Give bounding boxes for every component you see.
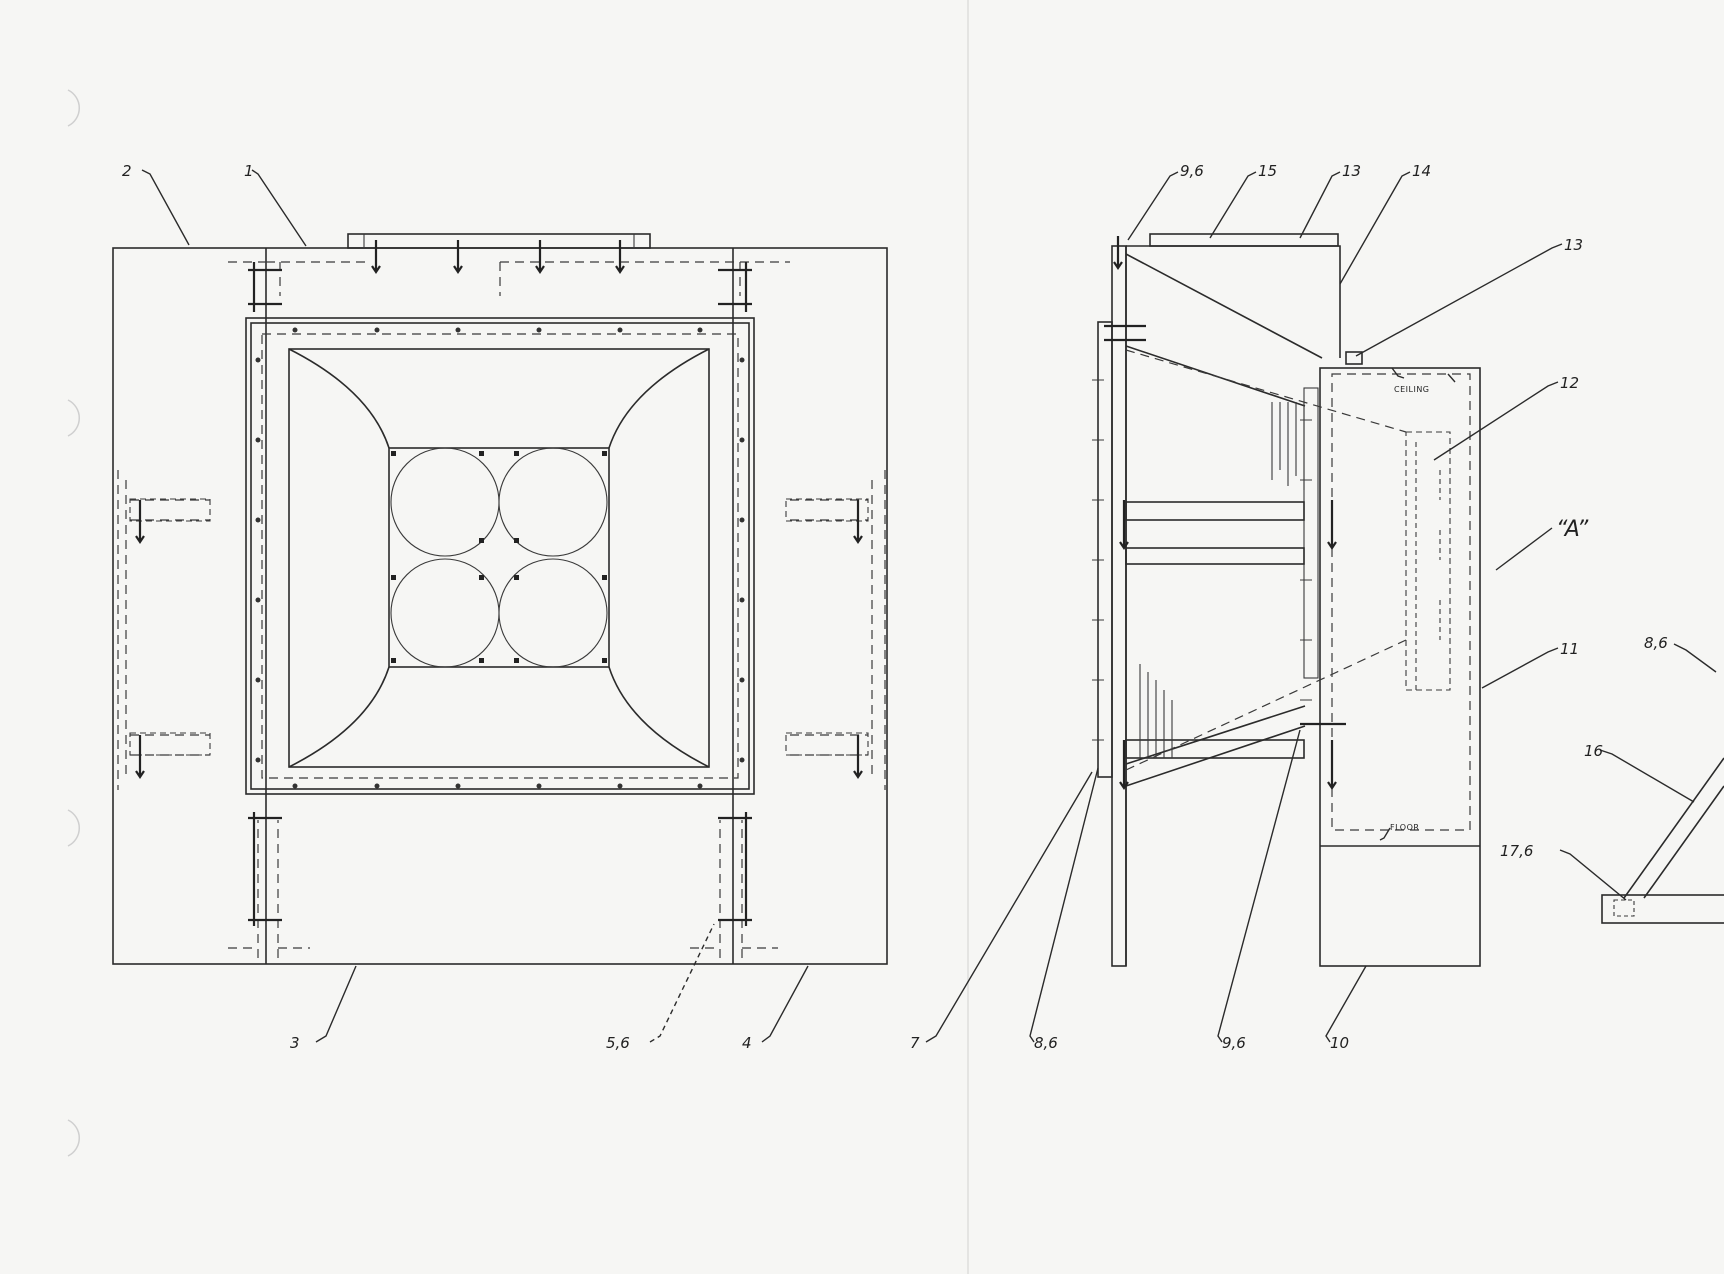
horn-bottom-wall	[1125, 705, 1306, 787]
baffle-hatching	[1139, 402, 1305, 758]
lid-cleat	[1345, 351, 1363, 365]
callout-13-right: 13	[1564, 236, 1583, 254]
callout-10: 10	[1330, 1034, 1349, 1052]
stand-bracket	[1613, 899, 1635, 917]
side-view	[925, 171, 1563, 1043]
stand-leg	[1623, 757, 1724, 899]
callout-12: 12	[1560, 374, 1579, 392]
driver-br	[498, 558, 608, 668]
binder-hole-1	[67, 89, 80, 127]
driver-panel	[388, 447, 610, 668]
callout-8-6-bottom: 8,6	[1034, 1034, 1058, 1052]
callout-14: 14	[1412, 162, 1431, 180]
top-board	[347, 233, 651, 249]
callout-2: 2	[122, 162, 132, 180]
callout-13-top: 13	[1342, 162, 1361, 180]
callout-16: 16	[1584, 742, 1603, 760]
paper-details	[67, 0, 969, 1274]
leader-86-right	[1673, 643, 1717, 673]
callout-11: 11	[1560, 640, 1579, 658]
lower-strut	[1125, 739, 1305, 759]
callout-1: 1	[244, 162, 254, 180]
ceiling-note: CEILING	[1394, 385, 1430, 394]
callout-7: 7	[910, 1034, 920, 1052]
front-view	[112, 169, 888, 1043]
binder-hole-2	[67, 399, 80, 437]
horn-top-wall	[1125, 253, 1323, 407]
callout-15: 15	[1258, 162, 1277, 180]
callout-5-6: 5,6	[606, 1034, 630, 1052]
side-leaders	[925, 171, 1563, 1043]
front-bolts	[135, 240, 863, 926]
front-hidden-structure	[117, 261, 886, 958]
binder-hole-4	[67, 1119, 80, 1157]
frame-hidden-edge	[261, 333, 739, 779]
frame-fasteners	[255, 327, 745, 789]
callout-4: 4	[742, 1034, 752, 1052]
horn-frame-inner	[250, 322, 750, 790]
callout-9-6-bottom: 9,6	[1222, 1034, 1246, 1052]
horn-flare-tl	[288, 348, 390, 449]
upper-strut	[1125, 501, 1305, 521]
callout-8-6-right: 8,6	[1644, 634, 1668, 652]
side-ticks	[1092, 379, 1312, 741]
horn-hidden-lines	[1125, 349, 1407, 771]
callout-3: 3	[290, 1034, 300, 1052]
driver-tr	[498, 447, 608, 557]
lid-board	[1149, 233, 1339, 247]
driver-cabinet	[1319, 367, 1481, 967]
driver-hidden-lines	[1415, 442, 1441, 690]
horn-flare-tr	[608, 348, 710, 449]
horn-flare-br	[608, 666, 710, 768]
top-enclosure	[1126, 245, 1341, 358]
leader-176	[1559, 849, 1627, 901]
partial-stand-view	[1559, 643, 1724, 924]
leader-16	[1599, 749, 1695, 803]
compression-driver	[1405, 431, 1451, 691]
horn-flare-bl	[288, 666, 390, 768]
callout-A: “A”	[1556, 517, 1589, 542]
horn-mouth	[288, 348, 710, 768]
front-leaders	[141, 169, 809, 1043]
callout-17-6: 17,6	[1500, 842, 1533, 860]
middle-strut	[1125, 547, 1305, 565]
side-baffle	[1111, 245, 1127, 967]
horn-throat-board	[1303, 387, 1319, 679]
callout-labels: 2 1 3 5,6 4 9,6 15 13 14 13 12 “A” 11 7 …	[122, 162, 1668, 1052]
horn-frame-outer	[245, 317, 755, 795]
callout-9-6-top: 9,6	[1180, 162, 1204, 180]
cabinet-hidden-outline	[1331, 373, 1471, 831]
stand-base-board	[1601, 894, 1724, 924]
side-front-board	[1097, 321, 1113, 778]
driver-screws	[391, 451, 607, 663]
side-bolts	[1104, 236, 1346, 790]
binder-hole-3	[67, 809, 80, 847]
floor-note: FLOOR	[1390, 823, 1419, 832]
